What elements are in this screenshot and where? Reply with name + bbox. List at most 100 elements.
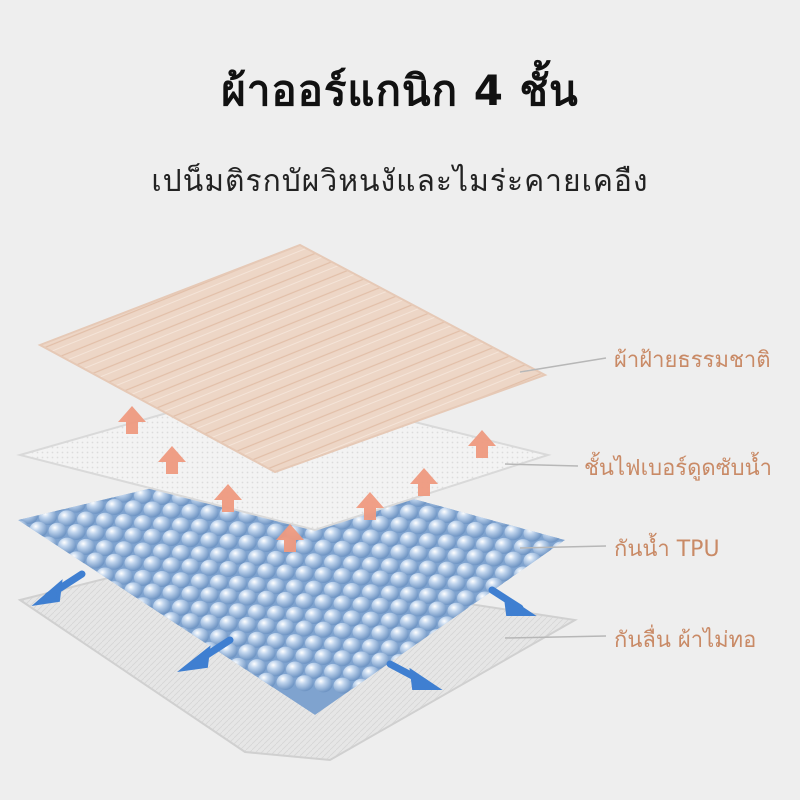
layer-label-tpu: กันน้ำ TPU bbox=[614, 537, 720, 562]
tpu-bead bbox=[552, 514, 565, 531]
tpu-bead bbox=[466, 521, 485, 538]
tpu-bead bbox=[20, 644, 38, 661]
tpu-bead bbox=[48, 468, 67, 485]
tpu-bead bbox=[381, 612, 399, 629]
tpu-bead bbox=[18, 520, 29, 537]
tpu-bead bbox=[352, 596, 371, 613]
tpu-bead bbox=[181, 585, 200, 602]
tpu-bead bbox=[29, 658, 48, 675]
tpu-bead bbox=[200, 505, 219, 522]
tpu-bead bbox=[77, 484, 95, 501]
tpu-bead bbox=[134, 542, 152, 559]
tpu-bead bbox=[29, 494, 48, 511]
tpu-bead bbox=[115, 568, 133, 585]
tpu-bead bbox=[324, 636, 342, 653]
tpu-bead bbox=[124, 500, 143, 517]
tpu-bead bbox=[371, 652, 390, 669]
tpu-bead bbox=[200, 614, 219, 631]
tpu-bead bbox=[267, 632, 285, 649]
tpu-bead bbox=[552, 486, 565, 503]
tpu-bead bbox=[20, 535, 38, 552]
tpu-bead bbox=[428, 519, 447, 536]
tpu-bead bbox=[77, 538, 95, 555]
tpu-bead bbox=[210, 519, 228, 536]
tpu-bead bbox=[343, 637, 361, 654]
tpu-bead bbox=[381, 558, 399, 575]
tpu-bead bbox=[210, 574, 228, 591]
layer-label-nonwoven: กันลื่น ผ้าไม่ทอ bbox=[614, 628, 757, 653]
tpu-bead bbox=[447, 548, 466, 564]
tpu-bead bbox=[86, 552, 105, 569]
tpu-bead bbox=[172, 544, 190, 561]
tpu-bead bbox=[561, 582, 565, 599]
tpu-bead bbox=[504, 578, 523, 595]
tpu-bead bbox=[552, 541, 565, 558]
tpu-bead bbox=[134, 569, 152, 586]
tpu-bead bbox=[523, 498, 542, 515]
tpu-bead bbox=[324, 527, 342, 544]
tpu-bead bbox=[172, 572, 190, 589]
tpu-bead bbox=[457, 562, 475, 579]
tpu-bead bbox=[181, 558, 200, 575]
tpu-bead bbox=[162, 502, 181, 519]
tpu-bead bbox=[153, 571, 171, 588]
tpu-bead bbox=[134, 487, 152, 504]
tpu-bead bbox=[18, 561, 19, 578]
tpu-bead bbox=[286, 579, 304, 596]
tpu-bead bbox=[229, 603, 247, 620]
tpu-bead bbox=[504, 688, 523, 705]
tpu-bead bbox=[67, 524, 86, 540]
tpu-bead bbox=[48, 522, 67, 539]
tpu-bead bbox=[86, 497, 105, 514]
tpu-bead bbox=[18, 629, 29, 646]
tpu-bead bbox=[561, 555, 565, 572]
tpu-bead bbox=[343, 665, 361, 682]
tpu-bead bbox=[257, 536, 276, 552]
tpu-bead bbox=[172, 599, 190, 616]
tpu-bead bbox=[390, 599, 409, 616]
tpu-bead bbox=[257, 618, 276, 635]
tpu-bead bbox=[533, 512, 551, 529]
tpu-bead bbox=[18, 616, 19, 633]
tpu-bead bbox=[371, 597, 390, 614]
tpu-bead bbox=[267, 550, 285, 567]
tpu-bead bbox=[447, 520, 466, 537]
tpu-bead bbox=[210, 602, 228, 618]
tpu-bead bbox=[20, 562, 38, 579]
tpu-bead bbox=[143, 583, 162, 600]
tpu-bead bbox=[314, 621, 333, 638]
tpu-bead bbox=[305, 553, 323, 570]
tpu-bead bbox=[485, 495, 504, 512]
tpu-bead bbox=[333, 622, 352, 639]
tpu-bead bbox=[96, 512, 114, 529]
tpu-bead bbox=[381, 585, 399, 602]
tpu-bead bbox=[533, 649, 551, 666]
tpu-bead bbox=[362, 611, 380, 628]
tpu-bead bbox=[29, 548, 48, 565]
tpu-bead bbox=[248, 549, 266, 566]
tpu-bead bbox=[18, 506, 19, 523]
tpu-bead bbox=[257, 590, 276, 607]
tpu-bead bbox=[191, 573, 209, 590]
tpu-bead bbox=[495, 565, 513, 582]
tpu-bead bbox=[96, 540, 114, 557]
tpu-bead bbox=[18, 460, 19, 468]
tpu-bead bbox=[533, 540, 551, 557]
tpu-bead bbox=[124, 554, 143, 571]
tpu-bead bbox=[39, 481, 57, 498]
tpu-bead bbox=[18, 643, 19, 660]
tpu-bead bbox=[485, 523, 504, 540]
tpu-bead bbox=[143, 501, 162, 518]
tpu-bead bbox=[447, 575, 466, 592]
tpu-bead bbox=[476, 536, 494, 553]
tpu-bead bbox=[200, 587, 219, 604]
tpu-bead bbox=[457, 535, 475, 552]
tpu-bead bbox=[18, 588, 19, 605]
tpu-bead bbox=[419, 560, 437, 577]
tpu-bead bbox=[48, 495, 67, 512]
tpu-bead bbox=[248, 659, 266, 676]
tpu-bead bbox=[314, 649, 333, 666]
tpu-bead bbox=[504, 551, 523, 568]
tpu-bead bbox=[86, 662, 105, 678]
